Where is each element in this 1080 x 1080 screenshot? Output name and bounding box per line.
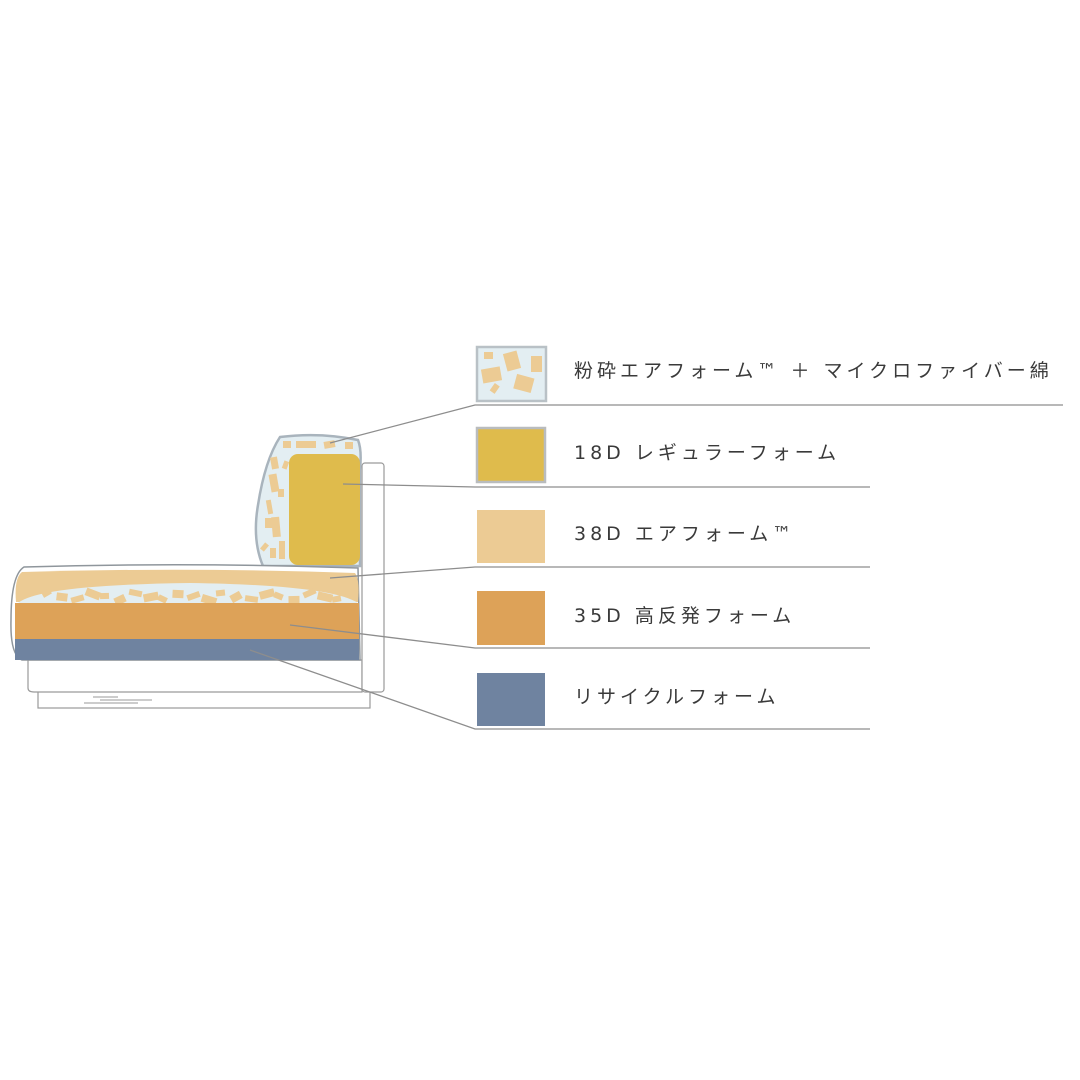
legend-swatch-5 xyxy=(477,673,545,726)
foam-chip xyxy=(268,473,280,493)
foam-chip xyxy=(331,595,342,603)
legend-label-1: 粉砕エアフォーム™ ＋ マイクロファイバー綿 xyxy=(574,360,1053,382)
foam-chip xyxy=(229,590,243,604)
foam-chip xyxy=(316,591,334,603)
seat-recycle-foam xyxy=(15,639,359,660)
foam-chip xyxy=(279,541,285,559)
foam-chip xyxy=(113,594,127,606)
foam-chip xyxy=(215,589,226,597)
backrest-18d-foam xyxy=(289,454,360,565)
foam-chip xyxy=(270,548,276,558)
foam-chip xyxy=(128,588,143,598)
backrest-foam-chips xyxy=(260,440,353,559)
back-frame xyxy=(361,462,385,693)
foam-chip xyxy=(70,594,85,604)
foam-chip xyxy=(270,456,279,470)
foam-chip xyxy=(345,587,359,601)
foam-chip xyxy=(271,516,281,538)
foam-chip xyxy=(84,587,102,601)
sofa-base xyxy=(37,689,371,709)
foam-chip xyxy=(244,595,259,603)
foam-chip xyxy=(273,591,284,601)
foam-chip xyxy=(283,441,291,448)
legend-swatch-1 xyxy=(475,345,548,403)
legend-swatch-3 xyxy=(477,510,545,563)
leader-line-2 xyxy=(342,483,870,488)
foam-chip xyxy=(142,591,160,603)
leader-line-1 xyxy=(329,404,1063,444)
foam-chip xyxy=(288,595,300,605)
foam-chip xyxy=(157,594,168,604)
legend-label-4: 35D 高反発フォーム xyxy=(574,605,796,627)
sofa-body xyxy=(27,659,363,693)
foam-chip xyxy=(172,589,184,599)
legend-label-2: 18D レギュラーフォーム xyxy=(574,442,841,464)
seat-foam-chips xyxy=(41,587,359,607)
foam-chip xyxy=(281,460,290,470)
legend-label-5: リサイクルフォーム xyxy=(574,686,780,708)
leader-line-5 xyxy=(249,649,870,730)
foam-chip xyxy=(345,442,353,449)
foam-chip xyxy=(56,592,68,602)
legend-swatch-2 xyxy=(475,426,547,484)
foam-chip xyxy=(41,588,52,598)
leader-line-4 xyxy=(289,624,870,649)
leader-lines xyxy=(249,404,1063,730)
foam-chip xyxy=(296,441,316,448)
foam-chip xyxy=(278,489,284,497)
legend-label-3: 38D エアフォーム™ xyxy=(574,523,796,545)
leader-line-3 xyxy=(329,566,870,579)
foam-chip xyxy=(302,587,317,599)
foam-chip xyxy=(186,590,201,602)
legend-swatch-4 xyxy=(477,591,545,645)
foam-chip xyxy=(265,518,273,528)
foam-chip xyxy=(265,499,274,515)
seat-35d-foam xyxy=(15,603,359,639)
foam-chip xyxy=(260,542,269,552)
foam-chip xyxy=(99,592,110,600)
foam-chip xyxy=(258,588,276,600)
